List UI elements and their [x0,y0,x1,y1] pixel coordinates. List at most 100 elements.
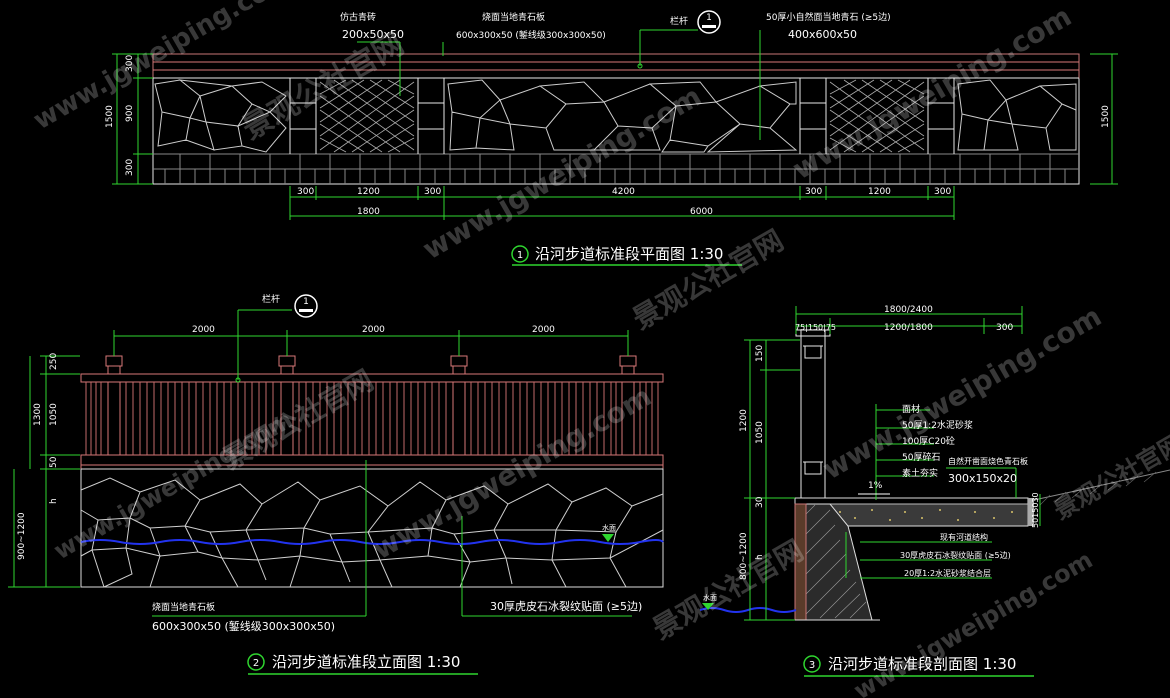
section-stone-size: 300x150x20 [948,472,1017,485]
watermark-8: 景观公社官网 [647,533,809,646]
section-view: 水面 1800/2400 1200/1800 300 75|150|75 150… [699,305,1170,677]
plan-slab-size: 600x300x50 (錾线级300x300x50) [456,29,606,41]
section-wall [790,503,880,621]
plan-left-dims: 300 900 300 1500 [105,53,153,185]
plan-railing-label: 栏杆 [670,15,688,27]
elevation-span-2: 2000 [362,325,385,335]
plan-stone-size: 400x600x50 [788,28,857,41]
section-top-dim-3: 300 [996,323,1013,333]
section-top-dim-1: 1800/2400 [884,305,933,315]
section-ground-hatch [1039,471,1157,506]
elevation-dim-v-4: h [49,498,59,504]
plan-dim-h-5: 300 [805,187,822,197]
section-paving [794,497,1034,527]
plan-stone-paving-1 [154,79,287,153]
plan-dim-v-3: 300 [125,159,135,176]
plan-dim-v-2: 900 [125,105,135,122]
section-layer-1: 面材 [902,403,920,415]
plan-bottom-band [153,153,1079,184]
elevation-railing-label: 栏杆 [262,293,280,305]
section-layer-callouts: 面材 50厚1:2水泥砂浆 100厚C20砼 50厚碎石 素土夯实 自然开凿面烧… [845,403,1041,579]
elevation-slab-size: 600x300x50 (錾线级300x300x50) [152,619,335,633]
elevation-dim-v-1: 250 [49,353,59,370]
plan-dim-v-1: 300 [125,55,135,72]
section-water-icon [702,603,714,610]
section-right-dims: 5015030 [1031,492,1040,528]
section-water-line [699,607,797,613]
elevation-dim-total-1: 1300 [33,403,43,426]
watermark-2: 景观公社官网 [237,27,410,147]
plan-dim-h-6: 1200 [868,187,891,197]
elevation-water-line [80,539,664,545]
plan-slab-label: 烧面当地青石板 [482,11,545,23]
elevation-span-3: 2000 [532,325,555,335]
plan-dim-total-left: 1500 [105,105,115,128]
plan-dim-h-2: 1200 [357,187,380,197]
section-layer-2: 50厚1:2水泥砂浆 [902,419,973,431]
elevation-annotations: 栏杆 1 2000 2000 2000 250 1050 50 h 1300 9… [8,293,642,633]
section-top-dims: 1800/2400 1200/1800 300 75|150|75 [795,305,1023,334]
section-stone-label: 自然开凿面烧色青石板 [948,456,1028,466]
plan-dim-h-1: 300 [297,187,314,197]
plan-dim-h-7: 300 [934,187,951,197]
plan-dim-h2-2: 6000 [690,207,713,217]
elevation-railing-ref: 1 [303,297,309,307]
plan-herringbone-2 [829,79,925,153]
elevation-dim-v-3: 50 [49,456,59,468]
plan-dim-h2-1: 1800 [357,207,380,217]
elevation-water-label: 水面 [602,523,616,532]
elevation-span-1: 2000 [192,325,215,335]
plan-annotations: 仿古青砖 200x50x50 烧面当地青石板 600x300x50 (錾线级30… [340,10,891,140]
plan-stone-note: 50厚小自然面当地青石 (≥5边) [766,11,891,23]
section-dim-v-3: 1200 [739,409,749,432]
section-water-label: 水面 [703,593,717,602]
section-title-num: 3 [809,660,815,671]
elevation-title-text: 沿河步道标准段立面图 1:30 [272,653,460,671]
plan-herringbone-1 [319,79,415,153]
plan-view: 仿古青砖 200x50x50 烧面当地青石板 600x300x50 (錾线级30… [105,10,1118,266]
section-slope: 1% [868,481,883,491]
section-dim-v-5: h [755,554,765,560]
elevation-title: 2 沿河步道标准段立面图 1:30 [247,653,478,675]
section-layer-5: 素土夯实 [902,467,938,479]
watermark-11: 景观公社官网 [1049,429,1170,525]
section-dim-v-1: 150 [755,345,765,362]
section-wall-label-2: 30厚虎皮石冰裂纹贴面 (≥5边) [900,550,1011,560]
water-level-icon [602,534,614,542]
plan-bottom-dims: 300 1200 300 4200 300 1200 300 1800 6000 [289,186,955,220]
elevation-railing [80,355,664,470]
section-title: 3 沿河步道标准段剖面图 1:30 [803,655,1034,677]
section-title-text: 沿河步道标准段剖面图 1:30 [828,655,1016,673]
elevation-dim-v-2: 1050 [49,403,59,426]
section-layer-4: 50厚碎石 [902,451,940,463]
section-dim-v-2: 1050 [755,421,765,444]
section-dim-v-6: 800~1200 [739,532,749,580]
plan-dim-h-3: 300 [424,187,441,197]
plan-stone-paving-3 [957,79,1077,151]
section-left-dims: 150 1050 1200 30 h 800~1200 [739,339,800,621]
plan-dim-h-4: 4200 [612,187,635,197]
plan-title-num: 1 [517,250,523,261]
plan-railing-ref: 1 [706,13,712,23]
plan-title-text: 沿河步道标准段平面图 1:30 [535,245,723,263]
watermark-3: www.jgweiping.com [417,80,707,266]
section-post-dims: 75|150|75 [795,323,836,332]
section-top-dim-2: 1200/1800 [884,323,933,333]
plan-right-dims: 1500 [1090,53,1118,185]
section-wall-label-3: 20厚1:2水泥砂浆结合层 [904,568,991,578]
plan-brick-label: 仿古青砖 [340,11,376,23]
watermark-4: 景观公社官网 [627,223,789,336]
watermarks: www.jgweiping.com 景观公社官网 www.jgweiping.c… [29,0,1170,698]
section-wall-label-1: 现有河道结构 [940,532,988,542]
plan-title: 1 沿河步道标准段平面图 1:30 [511,245,742,266]
plan-dim-total-right: 1500 [1101,105,1111,128]
section-dim-v-4: 30 [755,496,765,508]
elevation-view: 水面 栏杆 1 2000 2000 2000 250 1050 50 h [8,293,664,675]
section-ground-line [1033,469,1170,501]
elevation-dim-total-2: 900~1200 [17,512,27,560]
plan-railing-ref-circle [697,10,721,34]
section-layer-3: 100厚C20砼 [902,435,955,447]
elevation-slab-label: 烧面当地青石板 [152,601,215,613]
elevation-title-num: 2 [253,658,259,669]
